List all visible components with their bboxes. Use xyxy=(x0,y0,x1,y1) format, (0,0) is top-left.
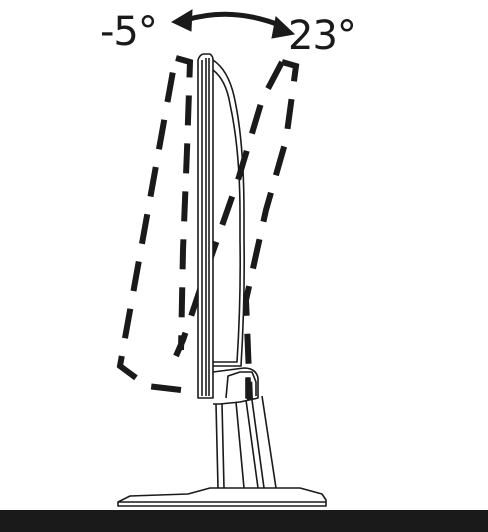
base-outline xyxy=(117,487,327,507)
tilt-forward-outline xyxy=(116,55,194,393)
tilt-forward-label: -5° xyxy=(100,9,158,55)
tilt-backward-label: 23° xyxy=(288,13,357,59)
table-surface xyxy=(0,510,488,532)
double-arrow-icon xyxy=(170,9,296,39)
monitor-side-outline xyxy=(197,53,245,399)
stand-outline xyxy=(212,367,277,489)
tilt-backward-outline xyxy=(173,59,300,401)
